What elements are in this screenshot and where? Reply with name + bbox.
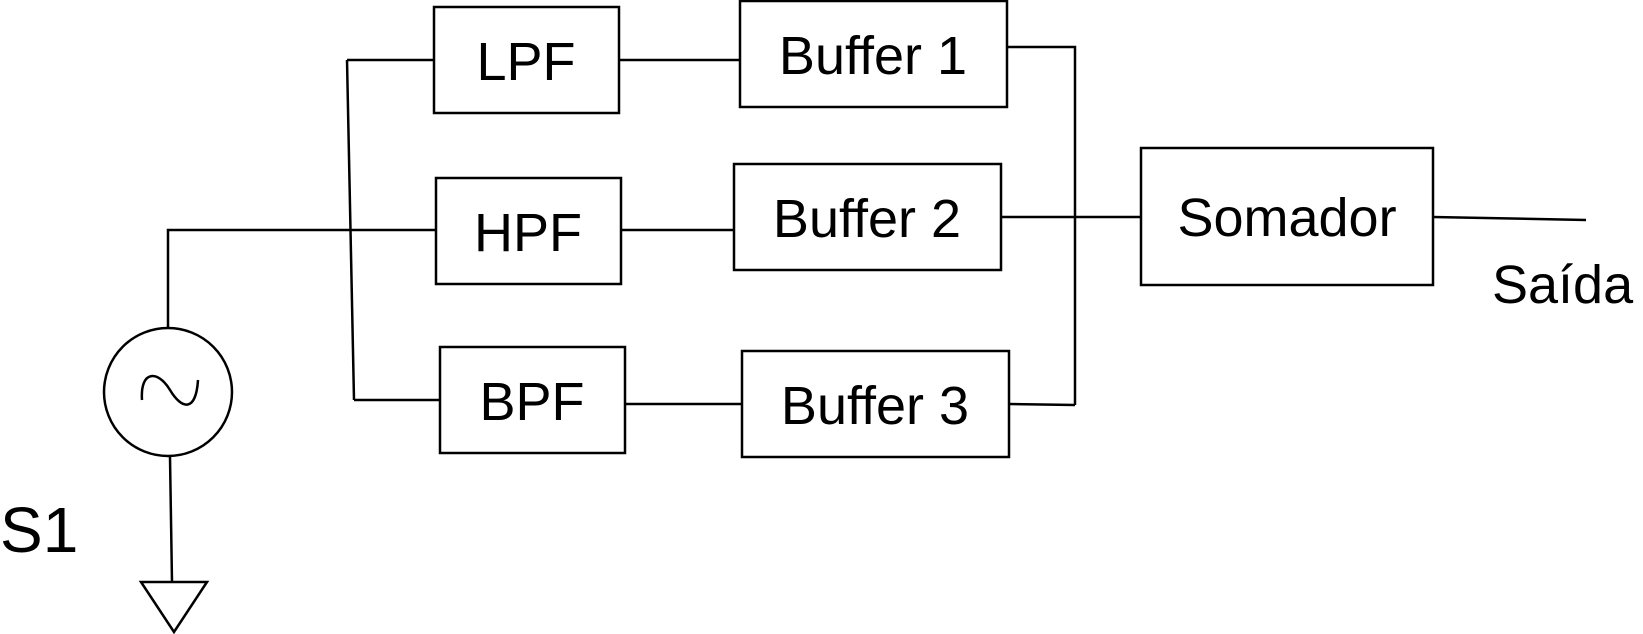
buffer3-label: Buffer 3 [781, 376, 969, 436]
lpf-block [432, 5, 621, 115]
buffer1-block [738, 0, 1009, 109]
ac-source-icon [102, 326, 234, 458]
buffer2-block [732, 162, 1003, 272]
lpf-label: LPF [476, 32, 575, 92]
wire-source-to-bus [166, 228, 349, 327]
sine-wave-icon [140, 374, 200, 406]
ground-icon [138, 580, 210, 634]
wires [166, 45, 1587, 583]
bpf-label: BPF [479, 372, 584, 432]
source-label: S1 [0, 494, 78, 566]
buffer2-label: Buffer 2 [773, 189, 961, 249]
buffer1-label: Buffer 1 [779, 26, 967, 86]
summer-block [1139, 146, 1435, 287]
summer-label: Somador [1177, 188, 1396, 248]
wire-source-to-ground [168, 456, 174, 583]
wire-summer-to-output [1432, 215, 1587, 222]
wire-buffer1-to-bus [1007, 45, 1077, 405]
hpf-block [434, 176, 623, 286]
wire-buffer3-to-bus [1008, 402, 1076, 407]
hpf-label: HPF [474, 203, 582, 263]
output-label: Saída [1492, 255, 1634, 315]
buffer3-block [740, 349, 1011, 459]
bpf-block [438, 345, 627, 455]
